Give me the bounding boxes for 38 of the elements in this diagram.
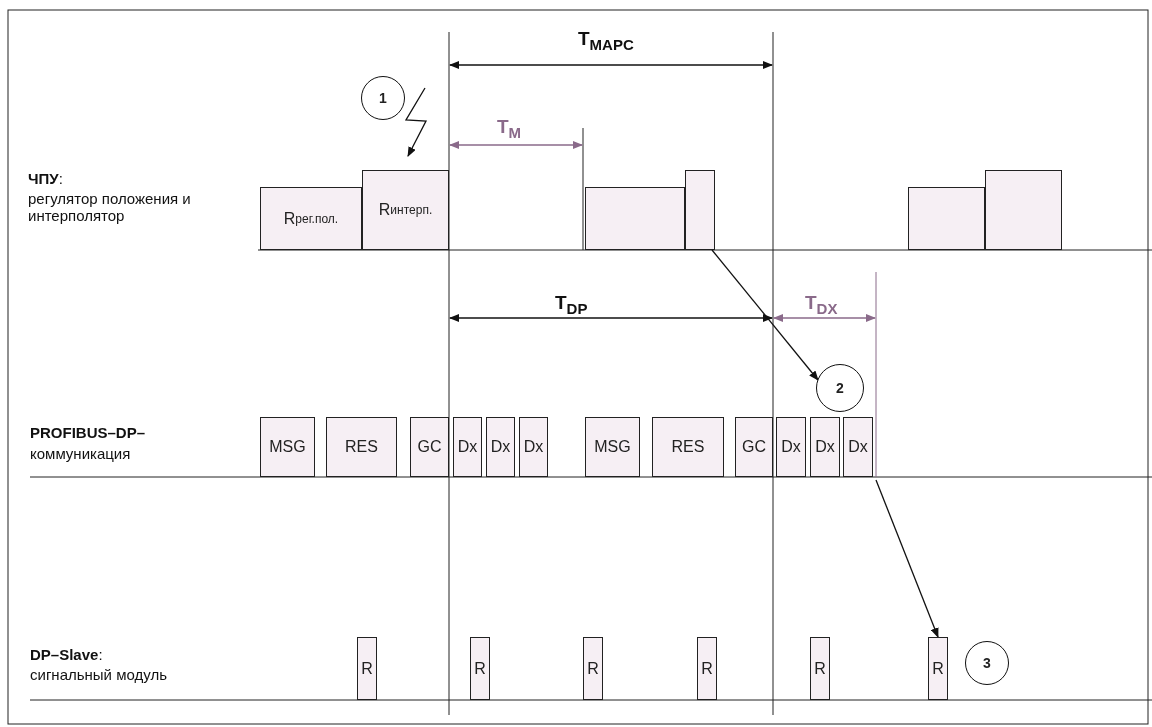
timing-block: R <box>928 637 948 700</box>
time-label: T$_{DX}$ <box>805 292 838 317</box>
time-label: T$_{M}$ <box>497 116 522 141</box>
timing-block <box>985 170 1062 250</box>
timing-block: MSG <box>585 417 640 477</box>
timing-block: R <box>810 637 830 700</box>
row-label: ЧПУ: <box>28 170 63 187</box>
row-label: регулятор положения и интерполятор <box>28 190 192 224</box>
timing-block: R <box>583 637 603 700</box>
timing-block: RES <box>652 417 724 477</box>
row-label: сигнальный модуль <box>30 666 167 683</box>
timing-block: Dx <box>519 417 548 477</box>
timing-block: GC <box>735 417 773 477</box>
timing-block: R <box>697 637 717 700</box>
timing-block: GC <box>410 417 449 477</box>
timing-block: RES <box>326 417 397 477</box>
callout-number: 3 <box>965 641 1009 685</box>
callout-number: 1 <box>361 76 405 120</box>
timing-block: R <box>357 637 377 700</box>
time-label: T$_{DP}$ <box>555 292 588 317</box>
timing-block: MSG <box>260 417 315 477</box>
arrow <box>404 87 428 157</box>
row-label: коммуникация <box>30 445 131 462</box>
arrow <box>875 479 939 638</box>
row-label: DP–Slave: <box>30 646 103 663</box>
timing-block <box>685 170 715 250</box>
time-label: T$_{MAPC}$ <box>578 28 634 53</box>
timing-block: Dx <box>776 417 806 477</box>
callout-number: 2 <box>816 364 864 412</box>
timing-block: Dx <box>486 417 515 477</box>
timing-block: Dx <box>810 417 840 477</box>
timing-block <box>585 187 685 250</box>
timing-block <box>908 187 985 250</box>
row-heading: PROFIBUS–DP– <box>30 424 146 441</box>
arrow <box>711 249 819 381</box>
timing-block: Dx <box>843 417 873 477</box>
timing-block: Dx <box>453 417 482 477</box>
timing-block: R <box>470 637 490 700</box>
